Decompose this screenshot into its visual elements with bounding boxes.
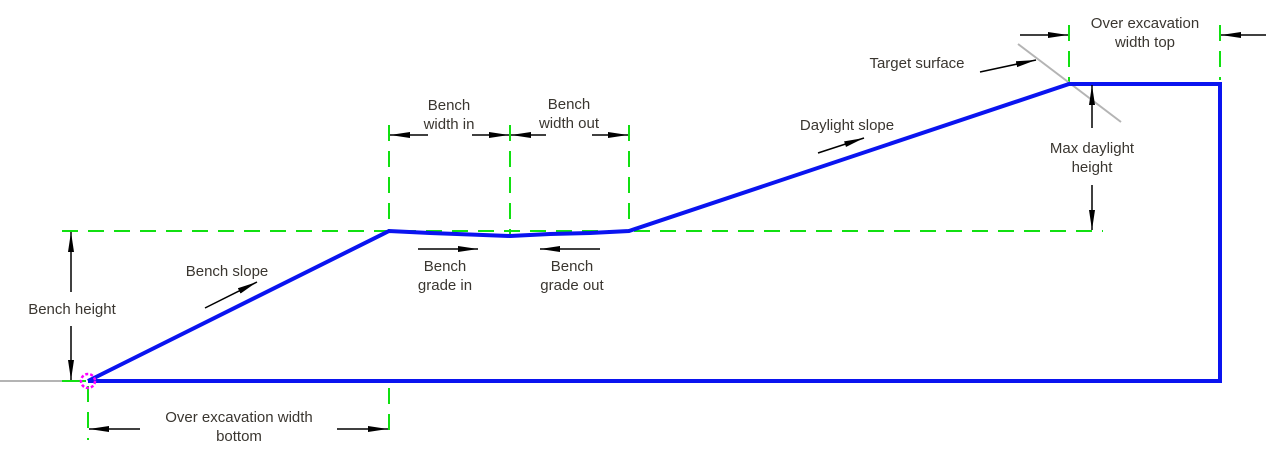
bench-slope-arrow [204, 281, 258, 309]
dimension-arrows [68, 32, 1266, 432]
bench-grade-out-label-2: grade out [540, 277, 604, 294]
bench-grade-in-label-2: grade in [418, 277, 472, 294]
bench-width-out-label-2: width out [538, 115, 600, 132]
max-daylight-label-1: Max daylight [1050, 140, 1135, 157]
origin-marker-icon [79, 372, 97, 390]
daylight-slope-label: Daylight slope [800, 117, 894, 134]
guide-lines [62, 25, 1221, 440]
daylight-slope-arrow [817, 137, 865, 154]
bottom-width-label-1: Over excavation width [165, 409, 313, 426]
bottom-width-label-2: bottom [216, 428, 262, 445]
bench-grade-out-label-1: Bench [551, 258, 594, 275]
target-surface-label: Target surface [869, 55, 964, 72]
bench-profile [87, 82, 1222, 383]
top-width-label-1: Over excavation [1091, 15, 1199, 32]
target-surface-leader [979, 59, 1037, 73]
bench-height-label: Bench height [28, 301, 116, 318]
bench-grade-in-label-1: Bench [424, 258, 467, 275]
max-daylight-label-2: height [1072, 159, 1114, 176]
bench-width-in-label-2: width in [423, 116, 475, 133]
bench-width-out-label-1: Bench [548, 96, 591, 113]
bench-slope-label: Bench slope [186, 263, 269, 280]
top-width-label-2: width top [1114, 34, 1175, 51]
bench-width-in-label-1: Bench [428, 97, 471, 114]
